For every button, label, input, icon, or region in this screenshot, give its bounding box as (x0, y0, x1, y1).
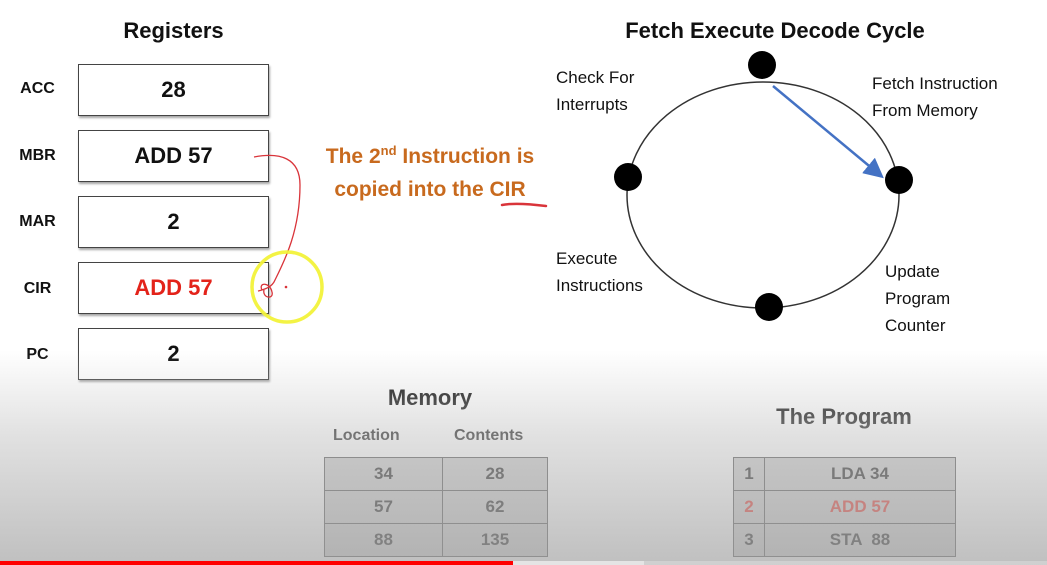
register-cir: ADD 57 (78, 262, 269, 314)
stage-label-fetch: Fetch Instruction From Memory (872, 74, 998, 120)
register-label-acc: ACC (20, 80, 55, 97)
memory-location: 57 (324, 490, 443, 524)
program-row: 2 ADD 57 (733, 490, 956, 524)
memory-table: 34 28 57 62 88 135 (324, 457, 548, 557)
stage-label-update-pc: Update Program Counter (885, 262, 951, 335)
register-mbr: ADD 57 (78, 130, 269, 182)
stage-node-bottom (755, 293, 783, 321)
memory-col-contents: Contents (454, 427, 524, 444)
program-line-number: 2 (733, 490, 765, 524)
annotation-line-1: The 2nd Instruction is (325, 143, 535, 168)
register-label-mbr: MBR (19, 147, 56, 164)
video-progress-bar[interactable] (0, 561, 1047, 565)
cycle-ring (626, 81, 900, 309)
register-acc: 28 (78, 64, 269, 116)
stage-node-right (885, 166, 913, 194)
cycle-title: Fetch Execute Decode Cycle (625, 18, 925, 43)
memory-location: 88 (324, 523, 443, 557)
pen-dot (284, 285, 288, 289)
cycle-progress-arrow (772, 85, 884, 179)
program-title: The Program (776, 404, 912, 429)
memory-contents: 135 (442, 523, 548, 557)
program-line-number: 1 (733, 457, 765, 491)
memory-row: 34 28 (324, 457, 548, 491)
memory-title: Memory (387, 385, 473, 410)
stage-label-check-interrupts: Check For Interrupts (556, 68, 635, 114)
memory-col-location: Location (333, 427, 400, 444)
program-line-number: 3 (733, 523, 765, 557)
program-instruction: STA 88 (764, 523, 956, 557)
memory-contents: 28 (442, 457, 548, 491)
program-instruction: LDA 34 (764, 457, 956, 491)
register-pc: 2 (78, 328, 269, 380)
video-played-bar (0, 561, 514, 565)
registers-title: Registers (123, 18, 224, 43)
register-label-cir: CIR (23, 280, 52, 297)
memory-contents: 62 (442, 490, 548, 524)
register-label-pc: PC (26, 346, 49, 363)
annotation-line-2: copied into the CIR (334, 178, 526, 201)
register-mar: 2 (78, 196, 269, 248)
memory-location: 34 (324, 457, 443, 491)
program-row: 1 LDA 34 (733, 457, 956, 491)
stage-node-left (614, 163, 642, 191)
program-instruction: ADD 57 (764, 490, 956, 524)
stage-label-execute: Execute Instructions (556, 249, 643, 295)
memory-row: 57 62 (324, 490, 548, 524)
memory-row: 88 135 (324, 523, 548, 557)
register-label-mar: MAR (19, 213, 56, 230)
annotation-note: The 2nd Instruction is copied into the C… (300, 134, 560, 206)
stage-node-top (748, 51, 776, 79)
program-row: 3 STA 88 (733, 523, 956, 557)
program-table: 1 LDA 34 2 ADD 57 3 STA 88 (733, 457, 956, 557)
